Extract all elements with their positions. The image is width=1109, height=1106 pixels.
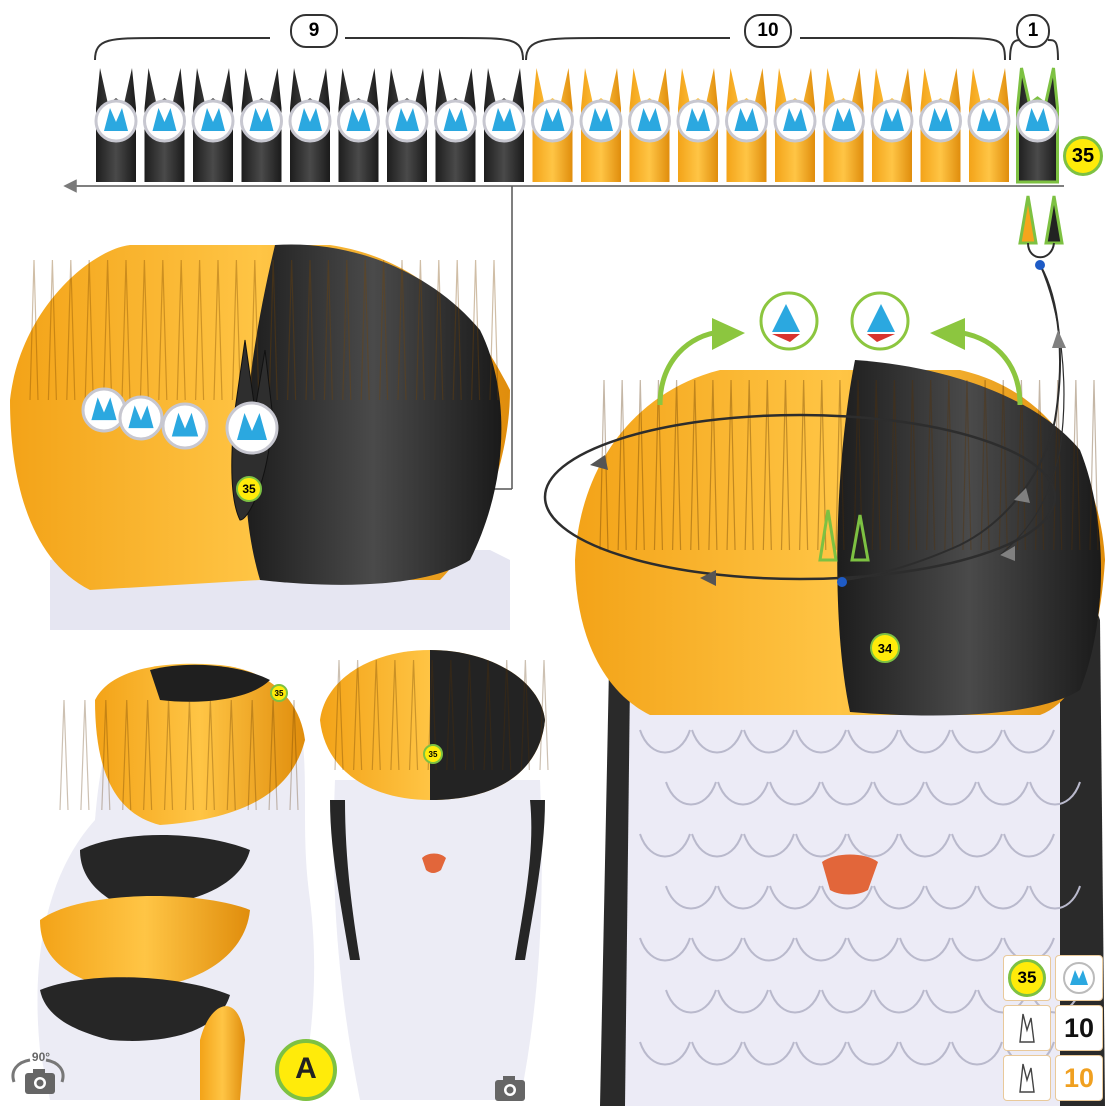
piece-circle — [120, 397, 162, 439]
photo-front-view — [320, 650, 548, 1100]
legend-black-count-cell: 10 — [1055, 1005, 1103, 1051]
piece-orange — [678, 68, 718, 182]
marker-front-view: 35 — [423, 744, 443, 764]
piece-orange — [969, 68, 1009, 182]
piece-black — [193, 68, 233, 182]
piece-orange — [727, 68, 767, 182]
group-black-count: 9 — [309, 20, 320, 42]
piece-green — [1018, 68, 1058, 182]
piece-circle — [227, 403, 277, 453]
piece-orange — [872, 68, 912, 182]
legend-row-cell: 35 — [1003, 955, 1051, 1001]
row-badge: 35 — [1063, 136, 1103, 176]
marker-top-left: 35 — [236, 476, 262, 502]
view-label: A — [286, 1052, 326, 1086]
group-label-orange: 10 — [744, 14, 792, 48]
group-orange-count: 10 — [757, 20, 778, 42]
piece-black — [96, 68, 136, 182]
piece-orange — [630, 68, 670, 182]
piece-black — [242, 68, 282, 182]
group-label-black: 9 — [290, 14, 338, 48]
piece-black — [436, 68, 476, 182]
piece-pair-icon — [1020, 196, 1062, 257]
piece-orange — [581, 68, 621, 182]
legend-black-count: 10 — [1064, 1013, 1094, 1044]
piece-black — [484, 68, 524, 182]
legend-orange-icon-cell — [1003, 1055, 1051, 1101]
marker-side-view: 35 — [270, 684, 288, 702]
legend-panel: 35 10 10 — [1003, 955, 1107, 1101]
legend-black-icon-cell — [1003, 1005, 1051, 1051]
piece-orange — [533, 68, 573, 182]
piece-circle — [83, 389, 125, 431]
piece-icon — [1062, 961, 1096, 995]
piece-orange — [921, 68, 961, 182]
black-piece-outline-icon — [1014, 1010, 1040, 1046]
photo-side-view — [37, 664, 314, 1100]
piece-circle — [163, 404, 207, 448]
fold-ridge — [60, 700, 68, 810]
group-green-count: 1 — [1028, 20, 1039, 42]
fold-ridge — [81, 700, 89, 810]
legend-orange-count-cell: 10 — [1055, 1055, 1103, 1101]
legend-piece-cell — [1055, 955, 1103, 1001]
marker-main: 34 — [870, 633, 900, 663]
piece-black — [387, 68, 427, 182]
orange-piece-outline-icon — [1014, 1060, 1040, 1096]
piece-orange — [775, 68, 815, 182]
rotate-label: 90° — [26, 1050, 56, 1064]
piece-black — [339, 68, 379, 182]
piece-orange — [824, 68, 864, 182]
legend-row-number: 35 — [1018, 968, 1037, 988]
group-label-green: 1 — [1016, 14, 1050, 48]
piece-black — [145, 68, 185, 182]
piece-black — [290, 68, 330, 182]
legend-orange-count: 10 — [1064, 1063, 1094, 1094]
fold-icon-right — [852, 293, 908, 349]
fold-icon-left — [761, 293, 817, 349]
